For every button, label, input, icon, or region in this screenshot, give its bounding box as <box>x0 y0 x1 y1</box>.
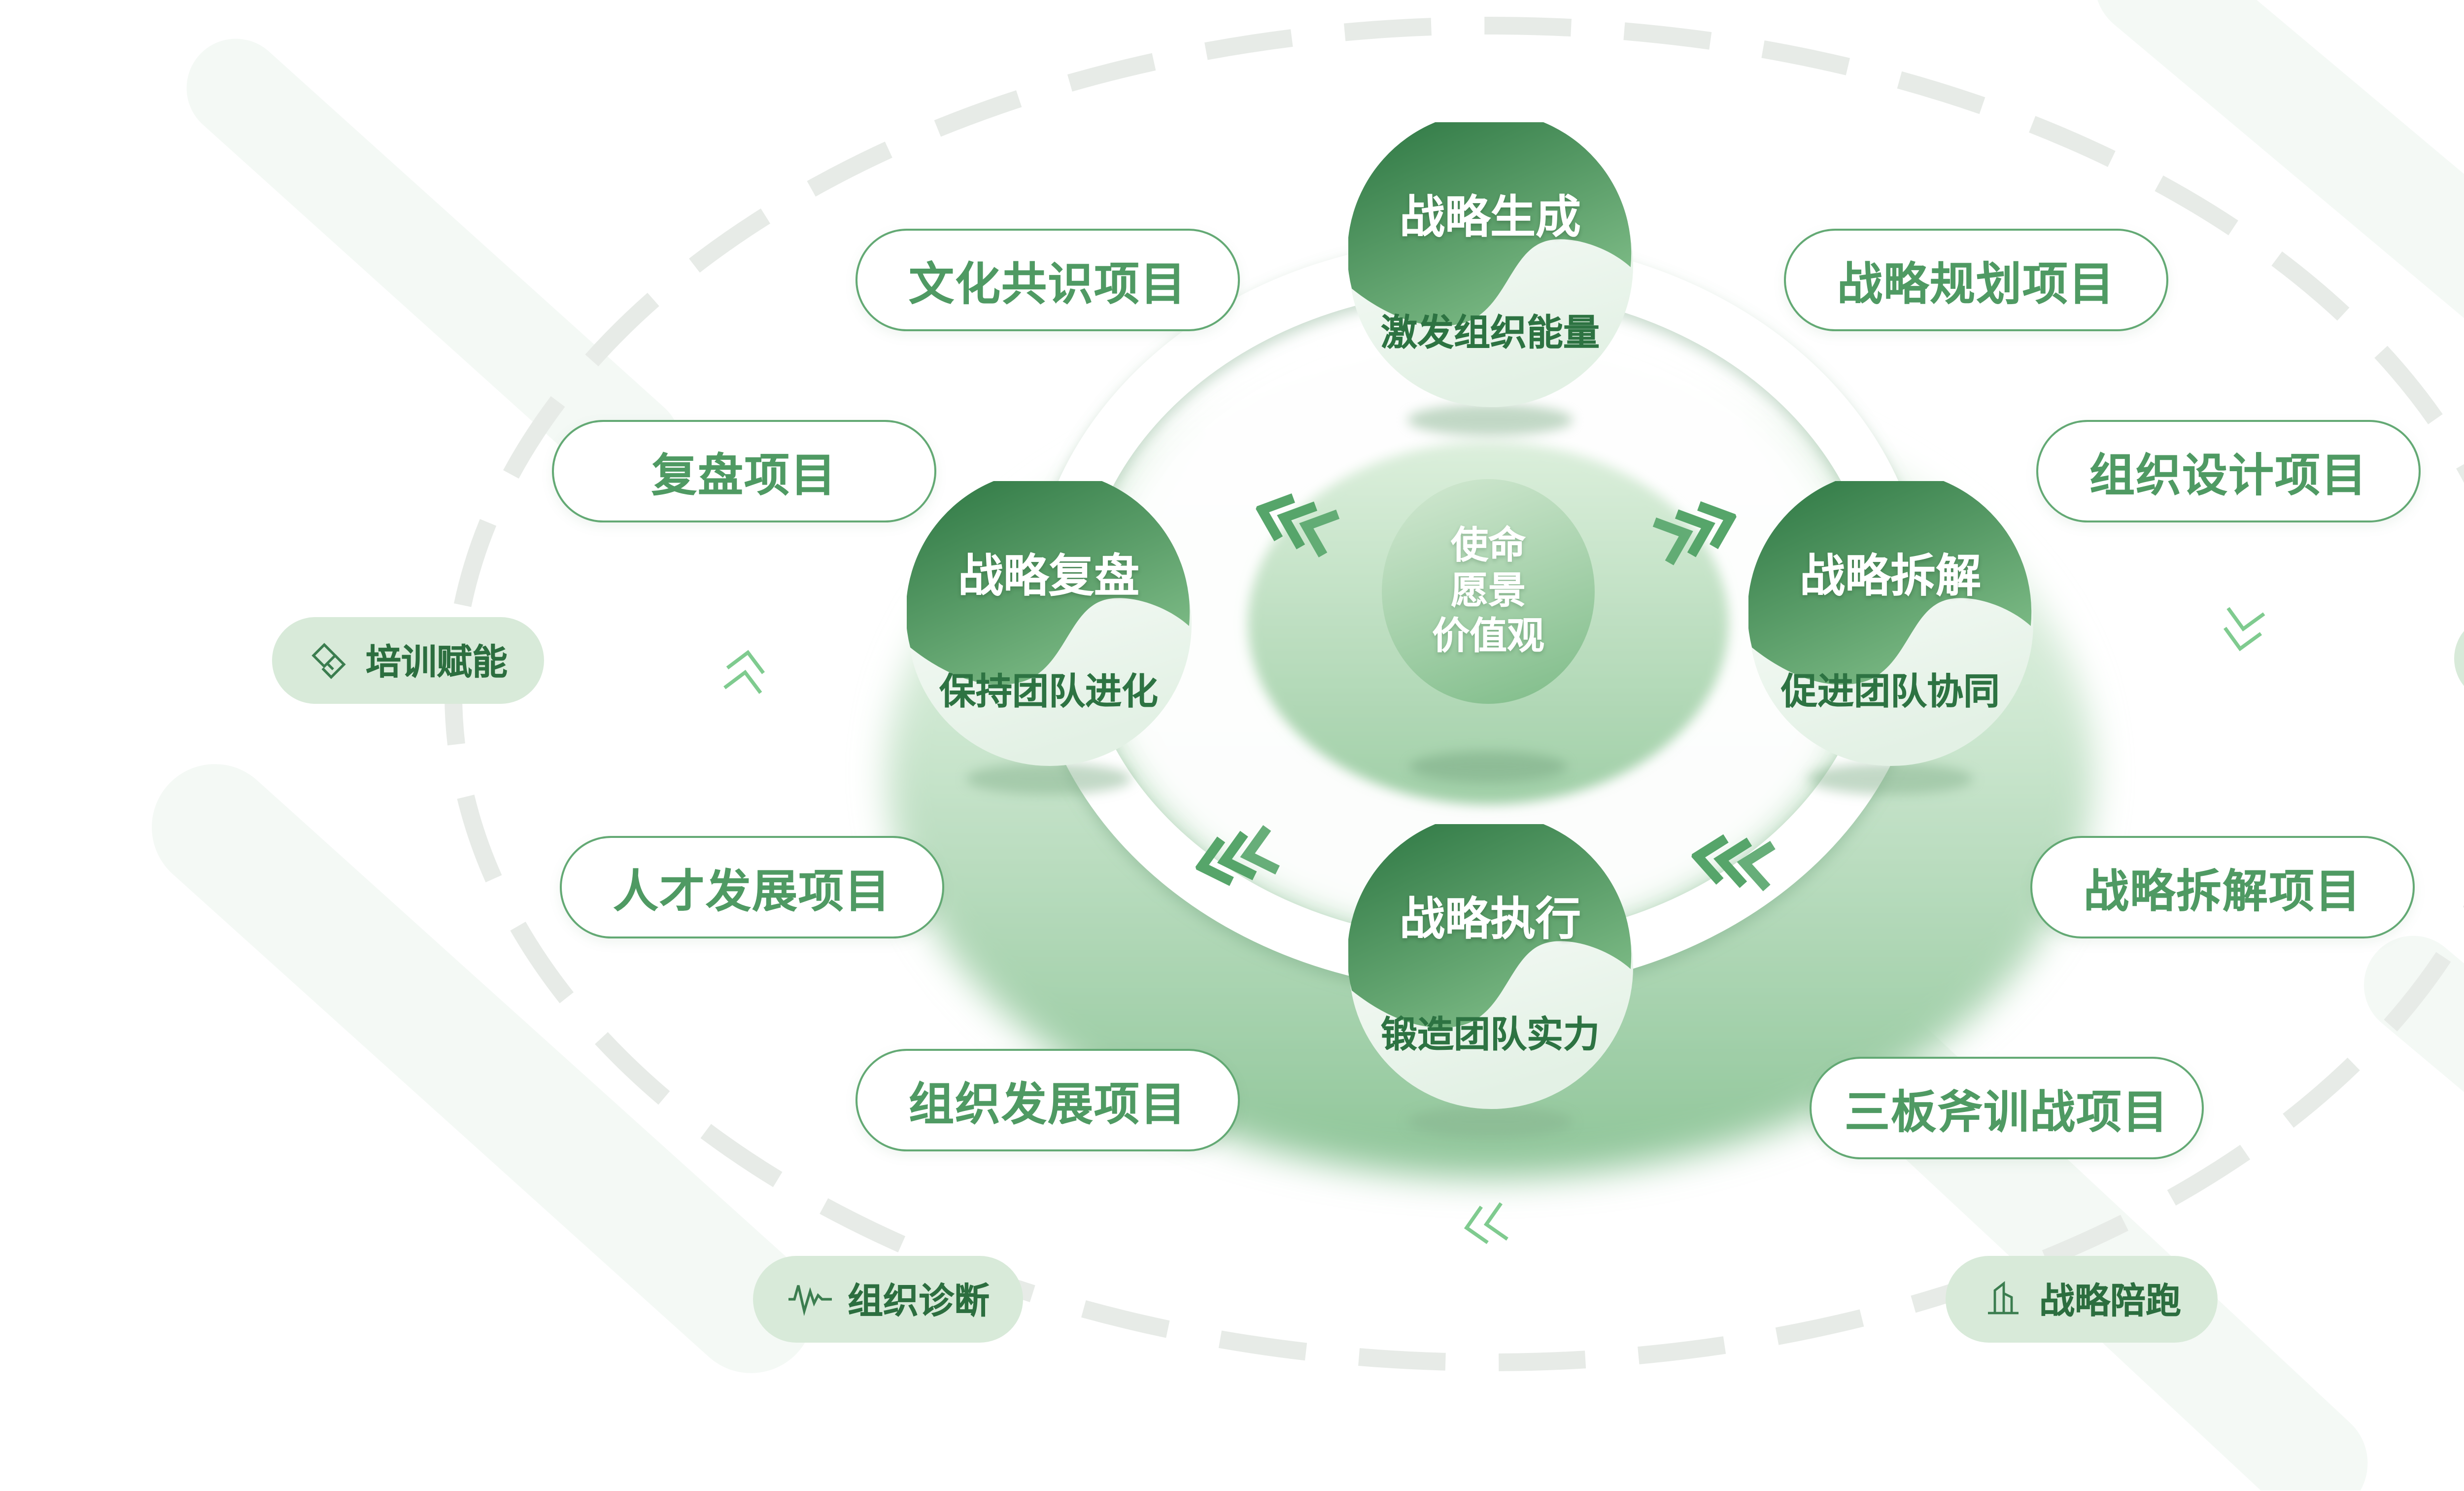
yin-yang-circle <box>1347 121 1633 407</box>
center-line: 使命 <box>1450 525 1526 567</box>
node-strategy-review: 战略复盘 保持团队进化 <box>906 480 1192 766</box>
pill-culture-consensus-project: 文化共识项目 <box>856 229 1240 331</box>
node-title: 战略复盘 <box>958 549 1139 600</box>
flow-chevrons-upper-right-icon <box>1652 501 1738 565</box>
pill-label: 复盘项目 <box>651 450 837 501</box>
pill-training-empowerment: 培训赋能 <box>272 617 544 704</box>
pill-label: 文化共识项目 <box>909 258 1187 310</box>
node-subtitle: 锻造团队实力 <box>1380 1012 1600 1054</box>
node-title: 战略拆解 <box>1800 549 1981 600</box>
outer-chevrons-right-icon <box>2223 607 2265 652</box>
node-subtitle: 激发组织能量 <box>1380 311 1600 352</box>
pill-label: 组织设计项目 <box>2089 450 2367 501</box>
yin-yang-circle <box>1747 480 2033 765</box>
pill-label: 战略陪跑 <box>2039 1282 2181 1321</box>
pill-label: 战略拆解项目 <box>2084 866 2361 917</box>
yin-yang-circle <box>1347 823 1633 1109</box>
pill-label: 组织发展项目 <box>909 1078 1187 1130</box>
outer-chevrons-bottom-icon <box>1464 1202 1508 1245</box>
pill-strategy-planning-project: 战略规划项目 <box>1784 229 2168 331</box>
flow-chevrons-lower-right-icon <box>1690 834 1776 892</box>
pill-strategy-decomposition-project: 战略拆解项目 <box>2030 836 2415 938</box>
pill-talent-development-project: 人才发展项目 <box>560 836 944 938</box>
node-subtitle: 促进团队协同 <box>1780 669 2000 711</box>
center-mission-circle: 使命 愿景 价值观 <box>1382 479 1595 704</box>
node-strategy-decomposition: 战略拆解 促进团队协同 <box>1747 480 2033 766</box>
pill-strategy-support: 战略陪跑 <box>1946 1256 2218 1343</box>
flow-chevrons-lower-left-icon <box>1194 825 1280 886</box>
pill-label: 培训赋能 <box>366 643 508 682</box>
building-icon <box>1987 1281 2018 1315</box>
pill-org-design-project: 组织设计项目 <box>2036 420 2421 522</box>
pill-review-project: 复盘项目 <box>552 420 936 522</box>
node-title: 战略执行 <box>1400 892 1581 943</box>
node-title: 战略生成 <box>1400 190 1581 242</box>
node-strategy-execution: 战略执行 锻造团队实力 <box>1347 823 1633 1109</box>
yin-yang-circle <box>906 480 1191 765</box>
pill-label: 战略规划项目 <box>1837 258 2115 310</box>
flow-chevrons-upper-left-icon <box>1255 493 1340 557</box>
outer-chevrons-left-icon <box>723 650 765 694</box>
pill-org-development-project: 组织发展项目 <box>856 1049 1240 1151</box>
pulse-icon <box>788 1285 832 1317</box>
center-line: 愿景 <box>1450 571 1526 612</box>
handshake-diamond-icon <box>310 643 345 679</box>
pill-three-axes-training-project: 三板斧训战项目 <box>1810 1057 2204 1159</box>
node-subtitle: 保持团队进化 <box>939 669 1158 711</box>
pill-label: 人才发展项目 <box>613 866 891 917</box>
pill-label: 组织诊断 <box>848 1282 990 1321</box>
node-strategy-generation: 战略生成 激发组织能量 <box>1347 121 1633 407</box>
pill-label: 三板斧训战项目 <box>1845 1086 2169 1138</box>
center-line: 价值观 <box>1432 616 1544 658</box>
pill-org-diagnosis: 组织诊断 <box>753 1256 1023 1343</box>
